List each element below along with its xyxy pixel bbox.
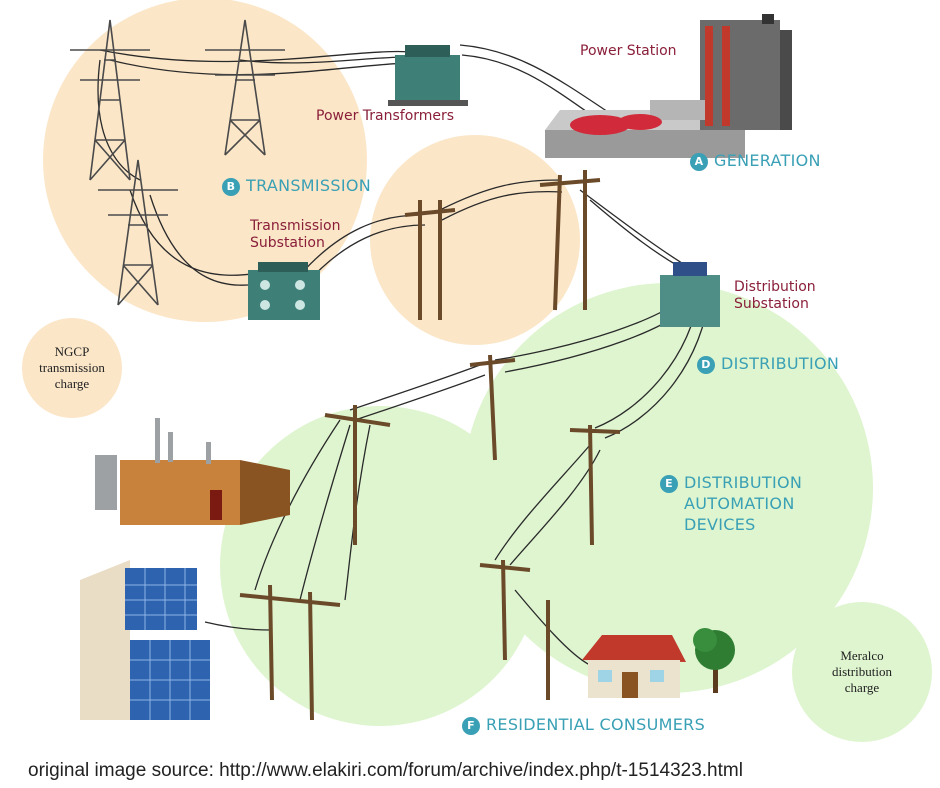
transmission-tower-1: [70, 19, 150, 181]
ngcp-note-line2: transmission: [39, 360, 105, 375]
distribution-substation-label-line1: Distribution: [734, 279, 816, 295]
power-transformers-label: Power Transformers: [316, 108, 455, 124]
ngcp-bubble-bg: [22, 318, 122, 418]
transmission-substation-label: Transmission Substation: [250, 218, 340, 252]
section-badge: E: [660, 474, 678, 493]
office-building: [80, 560, 210, 720]
ngcp-note-line1: NGCP: [54, 344, 90, 359]
tree: [693, 628, 735, 693]
utility-poles: [239, 170, 621, 721]
section-title-line2: AUTOMATION: [684, 494, 795, 513]
meralco-note-line3: charge: [844, 680, 880, 695]
section-badge: D: [697, 355, 715, 374]
transmission-tower-2: [205, 19, 285, 156]
ngcp-charge-note: NGCP transmission charge: [22, 318, 122, 418]
meralco-charge-note: Meralco distribution charge: [792, 602, 932, 742]
section-title: GENERATION: [714, 151, 821, 170]
transmission-substation-label-line2: Substation: [250, 235, 325, 251]
section-distribution: D DISTRIBUTION: [697, 354, 839, 374]
factory-building: [95, 418, 290, 525]
transmission-tower-3: [98, 159, 178, 306]
power-station-building: [545, 14, 792, 158]
section-title: DISTRIBUTION: [721, 354, 840, 373]
section-title-line3: DEVICES: [684, 515, 756, 534]
distribution-substation-label: Distribution Substation: [734, 279, 816, 313]
source-caption: original image source: http://www.elakir…: [28, 760, 743, 781]
section-badge: A: [690, 152, 708, 171]
section-residential: F RESIDENTIAL CONSUMERS: [462, 715, 705, 735]
residential-house: [582, 635, 686, 698]
power-station-label: Power Station: [580, 43, 677, 59]
section-generation: A GENERATION: [690, 151, 821, 171]
distribution-substation-unit: [660, 262, 720, 327]
section-title-line1: DISTRIBUTION: [684, 473, 803, 492]
meralco-note-line2: distribution: [832, 664, 892, 679]
section-badge: F: [462, 716, 480, 735]
meralco-bubble-bg: [792, 602, 932, 742]
section-automation: E DISTRIBUTION AUTOMATION DEVICES: [660, 472, 802, 535]
power-transformer: [388, 45, 468, 106]
substation-zone: [370, 135, 580, 345]
distribution-substation-label-line2: Substation: [734, 296, 809, 312]
section-title: TRANSMISSION: [246, 176, 372, 195]
transmission-substation-unit: [248, 262, 320, 320]
transmission-substation-label-line1: Transmission: [250, 218, 341, 234]
meralco-note-line1: Meralco: [840, 648, 884, 663]
ngcp-note-line3: charge: [54, 376, 90, 391]
section-title: RESIDENTIAL CONSUMERS: [486, 715, 706, 734]
section-badge: B: [222, 177, 240, 196]
section-transmission: B TRANSMISSION: [222, 176, 371, 196]
